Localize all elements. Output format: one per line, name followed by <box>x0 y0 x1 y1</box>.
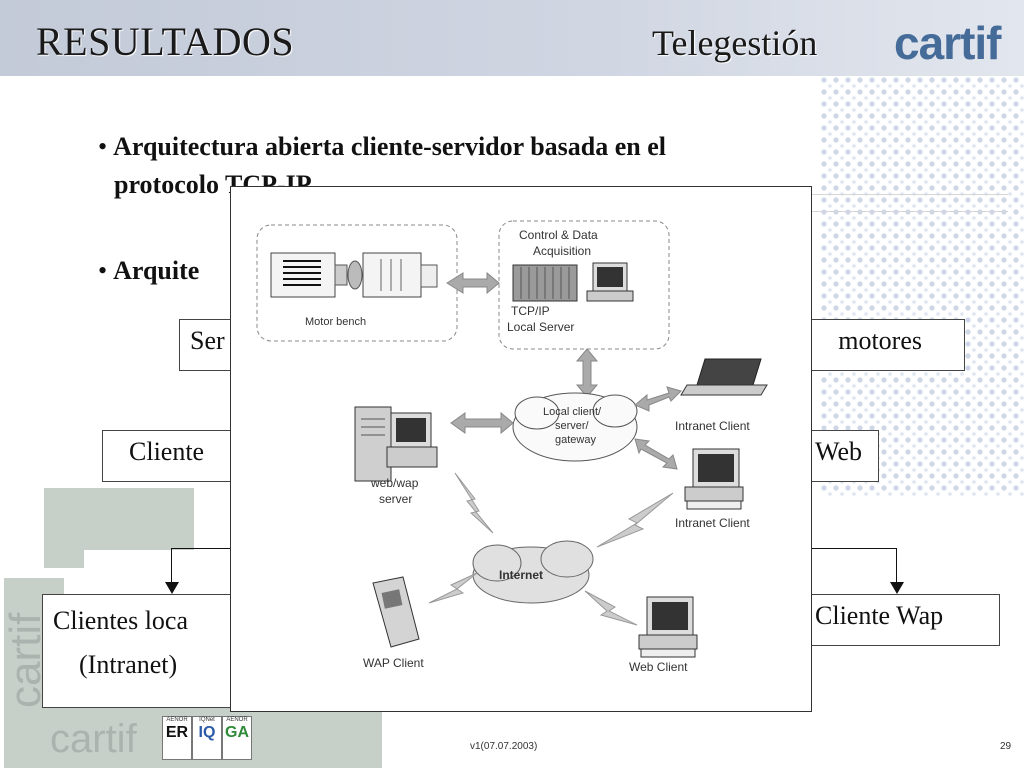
lightning-webserver-internet <box>454 472 494 534</box>
bullet-2: •Arquite <box>98 256 200 285</box>
gateway-label-2: server/ <box>555 420 590 432</box>
lightning-internet-web <box>584 590 638 626</box>
slide-subtitle: Telegestión <box>652 23 818 63</box>
server-box-left: Ser <box>190 326 225 355</box>
arrowhead-left <box>165 582 179 594</box>
footer-page-number: 29 <box>1000 741 1012 752</box>
server-box-right: motores <box>838 326 922 355</box>
cert-iqnet: IQNet IQ <box>192 716 222 760</box>
arrow-gateway-webserver <box>450 411 514 435</box>
laptop-icon <box>680 358 768 396</box>
gateway-label-3: gateway <box>555 434 596 446</box>
gateway-label-1: Local client/ <box>543 406 602 418</box>
decorative-dot-pattern <box>820 76 1024 496</box>
divider-line <box>810 194 1008 212</box>
wap-client-label-diagram: WAP Client <box>363 656 424 670</box>
arrowhead-right <box>890 582 904 594</box>
local-clients-box: Clientes loca (Intranet) <box>42 594 232 708</box>
arrow-gateway-intranet1 <box>634 386 682 412</box>
intranet-client-label-1: Intranet Client <box>675 419 750 433</box>
clients-box-left: Cliente <box>129 437 205 466</box>
cert-aenor-er-top: AENOR <box>166 717 188 723</box>
local-server-label: Local Server <box>507 320 574 334</box>
daq-rack-icon <box>512 264 578 302</box>
local-clients-line2: (Intranet) <box>79 650 178 679</box>
header-bar: RESULTADOS Telegestión cartif <box>0 0 1024 76</box>
arrow-control-gateway <box>575 348 599 398</box>
control-frame <box>498 220 670 350</box>
acquisition-label: Acquisition <box>533 244 591 258</box>
web-wap-label: web/wap <box>370 476 419 490</box>
arrow-motor-control <box>446 271 500 295</box>
bullet-1-line1: Arquitectura abierta cliente-servidor ba… <box>113 132 667 161</box>
motor-bench-icon <box>270 252 438 298</box>
internet-label: Internet <box>499 568 543 582</box>
control-label: Control & Data <box>519 228 598 242</box>
intranet-computer-icon <box>684 448 744 510</box>
cert-iqnet-top: IQNet <box>199 717 215 723</box>
gateway-cloud-icon <box>512 392 638 462</box>
cert-iqnet-glyph: IQ <box>198 724 216 741</box>
cert-aenor-ga-top: AENOR <box>226 717 248 723</box>
lightning-intranet-internet <box>596 492 674 548</box>
bullet-2-text: Arquite <box>113 256 200 285</box>
motor-bench-label: Motor bench <box>305 316 366 328</box>
arrow-gateway-intranet2 <box>634 438 678 470</box>
clients-box-right: Web <box>815 437 862 466</box>
mobile-phone-icon <box>372 576 420 648</box>
architecture-diagram: Motor bench Control & Data Acquisition T… <box>230 186 812 712</box>
cert-aenor-er-glyph: ER <box>165 724 189 741</box>
local-clients-line1: Clientes loca <box>53 606 189 635</box>
connector-left <box>171 548 172 586</box>
watermark-text: cartif <box>50 717 138 761</box>
slide-title: RESULTADOS <box>36 19 295 64</box>
cert-aenor-er: AENOR ER <box>162 716 192 760</box>
server-label: server <box>379 492 412 506</box>
motor-bench-frame <box>256 224 458 342</box>
cert-aenor-ga-glyph: GA <box>225 724 249 741</box>
footer-version: v1(07.07.2003) <box>470 741 538 752</box>
intranet-client-label-2: Intranet Client <box>675 516 750 530</box>
web-wap-server-icon <box>354 406 438 482</box>
web-client-label: Web Client <box>629 660 688 674</box>
web-client-computer-icon <box>638 596 698 658</box>
wap-client-box: Cliente Wap <box>804 594 1000 646</box>
wap-client-label: Cliente Wap <box>815 601 944 630</box>
connector-right <box>896 548 897 586</box>
lightning-internet-wap <box>428 572 478 604</box>
tcpip-label: TCP/IP <box>511 304 550 318</box>
cert-aenor-ga: AENOR GA <box>222 716 252 760</box>
cartif-logo: cartif <box>894 17 1001 69</box>
local-server-computer-icon <box>586 262 634 302</box>
bullet-1: •Arquitectura abierta cliente-servidor b… <box>98 132 667 199</box>
internet-cloud-icon <box>472 540 594 604</box>
